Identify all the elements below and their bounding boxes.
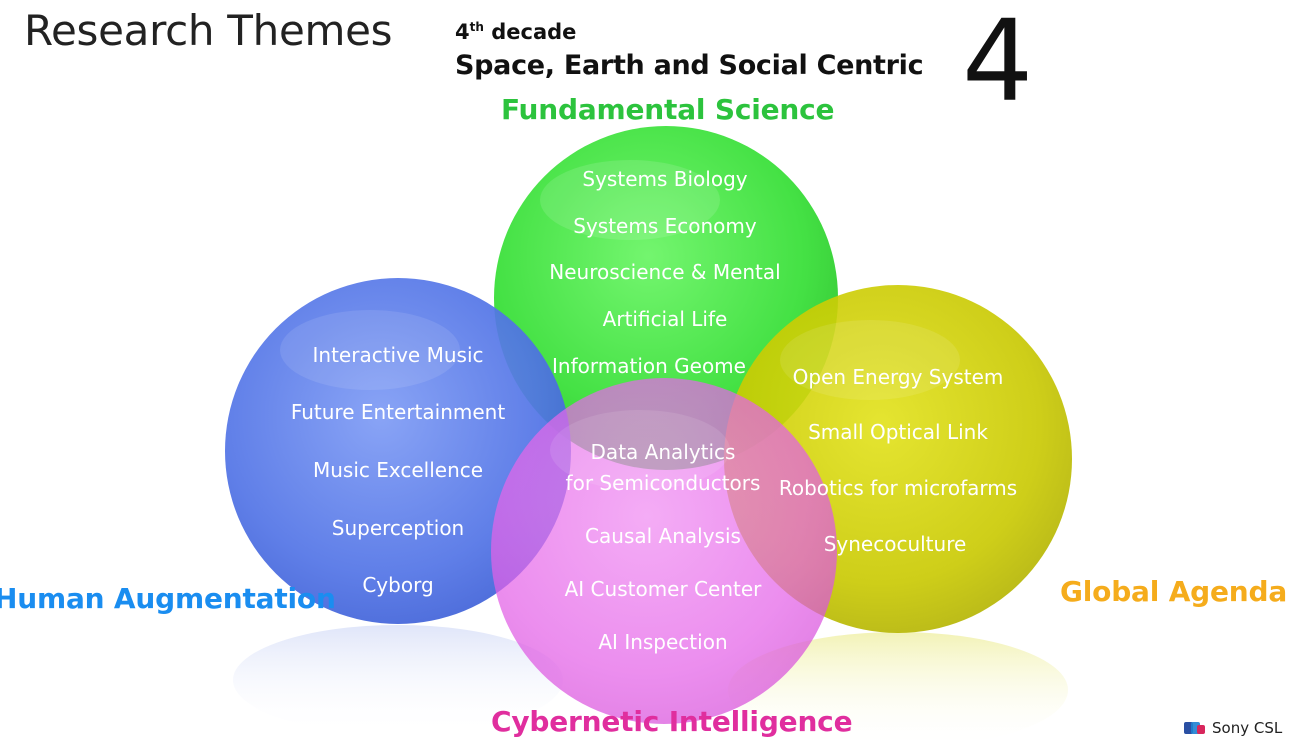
circle-cybernetic-intelligence (491, 378, 837, 724)
reflection-yellow (728, 632, 1068, 748)
fundamental-item: Systems Biology (582, 167, 748, 191)
label-cybernetic-intelligence: Cybernetic Intelligence (491, 705, 853, 738)
reflection-blue (233, 625, 563, 735)
human-item: Music Excellence (312, 458, 484, 482)
label-global-agenda: Global Agenda (1060, 575, 1288, 608)
label-human-augmentation: Human Augmentation (0, 582, 336, 615)
decade-number: 4 (962, 0, 1034, 127)
fundamental-item: Information Geome (552, 354, 746, 378)
highlight-yellow (780, 320, 960, 400)
cybernetic-item: Data Analytics (590, 440, 736, 464)
decade-subtitle: Space, Earth and Social Centric (455, 50, 924, 81)
circle-human-augmentation (225, 278, 571, 624)
cybernetic-item: Causal Analysis (585, 524, 741, 548)
global-item: Small Optical Link (808, 420, 988, 444)
decade-label: 4th decade (455, 20, 577, 44)
highlight-pink (550, 410, 730, 490)
label-fundamental-science: Fundamental Science (501, 93, 835, 126)
cybernetic-item: AI Inspection (598, 630, 728, 654)
highlight-green (540, 160, 720, 240)
highlight-blue (280, 310, 460, 390)
human-item: Cyborg (362, 573, 434, 597)
page-title: Research Themes (24, 6, 393, 55)
sony-csl-logo-icon (1184, 722, 1205, 734)
global-item: Robotics for microfarms (778, 476, 1018, 500)
fundamental-item: Systems Economy (573, 214, 757, 238)
fundamental-item: Artificial Life (602, 307, 728, 331)
logo-text: Sony CSL (1212, 719, 1283, 737)
cybernetic-item: AI Customer Center (564, 577, 762, 601)
fundamental-item: Neuroscience & Mental (549, 260, 781, 284)
sony-csl-logo: Sony CSL (1184, 719, 1282, 737)
human-item: Interactive Music (312, 343, 484, 367)
human-item: Superception (331, 516, 465, 540)
human-item: Future Entertainment (290, 400, 506, 424)
cybernetic-item: for Semiconductors (565, 471, 761, 495)
global-item: Synecoculture (823, 532, 967, 556)
global-item: Open Energy System (792, 365, 1004, 389)
